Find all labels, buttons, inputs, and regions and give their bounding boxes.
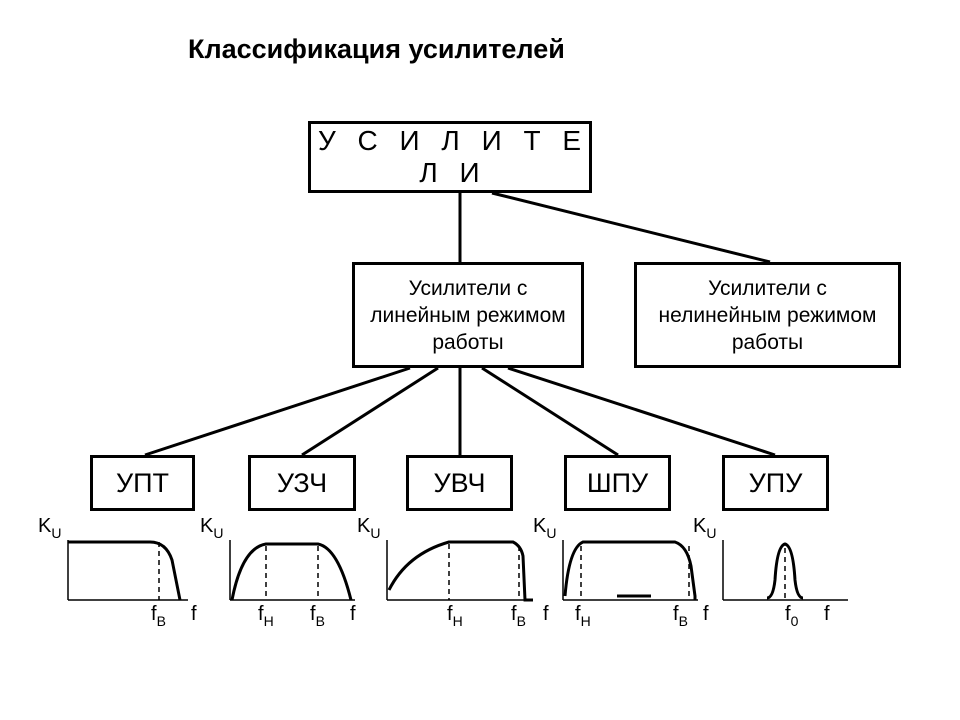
root-box: У С И Л И Т Е Л И — [308, 121, 592, 193]
type-label-shpu: ШПУ — [586, 467, 649, 498]
connector-root-nonlinear — [491, 191, 771, 264]
connector-linear-uzch — [301, 366, 439, 457]
response-curve — [766, 542, 804, 600]
response-curve — [68, 540, 182, 601]
x-tick-fv: fВ — [310, 603, 325, 629]
response-curve — [563, 540, 697, 600]
y-axis-label: KU — [200, 515, 224, 541]
connector-linear-shpu — [481, 366, 619, 457]
connector-linear-upt — [144, 366, 411, 457]
response-graph-upu: KU f0 f — [693, 515, 848, 636]
connector-linear-upu — [507, 366, 776, 457]
x-axis-label-f: f — [191, 603, 197, 625]
type-box-shpu: ШПУ — [564, 455, 671, 511]
root-label: У С И Л И Т Е Л И — [317, 125, 589, 188]
diagram-title: Классификация усилителей — [188, 34, 565, 64]
type-box-upu: УПУ — [722, 455, 829, 511]
y-axis-label: KU — [38, 515, 62, 541]
x-axis-label-f: f — [543, 603, 549, 625]
response-graph-uvch: KU fН fВ f — [357, 515, 549, 636]
linear-mode-label: Усилители с линейным режимом работы — [370, 276, 566, 354]
type-label-upt: УПТ — [115, 467, 170, 498]
response-curve-shpu — [562, 540, 698, 601]
x-axis-label-f: f — [824, 603, 830, 625]
type-box-upt: УПТ — [90, 455, 195, 511]
response-graph-shpu: KU fН fВ f — [533, 515, 709, 636]
response-curve-upu — [722, 540, 848, 601]
response-curve-uvch — [386, 540, 533, 602]
type-label-upu: УПУ — [748, 467, 803, 498]
type-label-uzch: УЗЧ — [276, 467, 328, 498]
nonlinear-mode-box: Усилители с нелинейным режимом работы — [634, 262, 901, 368]
x-axis-label-f: f — [703, 603, 709, 625]
nonlinear-mode-label: Усилители с нелинейным режимом работы — [658, 276, 877, 354]
response-curve-upt — [67, 540, 188, 601]
type-box-uzch: УЗЧ — [248, 455, 356, 511]
linear-mode-box: Усилители с линейным режимом работы — [352, 262, 584, 368]
x-tick-fn: fН — [258, 603, 274, 629]
x-tick-fn: fН — [575, 603, 591, 629]
y-axis-label: KU — [693, 515, 717, 541]
x-tick-fv: fВ — [673, 603, 688, 629]
y-axis-label: KU — [533, 515, 557, 541]
response-graph-upt: KU fВ f — [38, 515, 197, 636]
x-tick-fv: fВ — [151, 603, 166, 629]
response-curve — [387, 540, 533, 602]
x-tick-fn: fН — [447, 603, 463, 629]
x-tick-f0: f0 — [785, 603, 799, 629]
response-curve — [230, 542, 353, 601]
type-box-uvch: УВЧ — [406, 455, 513, 511]
response-curve-uzch — [229, 540, 355, 601]
y-axis-label: KU — [357, 515, 381, 541]
response-graph-uzch: KU fН fВ f — [200, 515, 356, 636]
type-label-uvch: УВЧ — [433, 467, 486, 498]
x-tick-fv: fВ — [511, 603, 526, 629]
x-axis-label-f: f — [350, 603, 356, 625]
